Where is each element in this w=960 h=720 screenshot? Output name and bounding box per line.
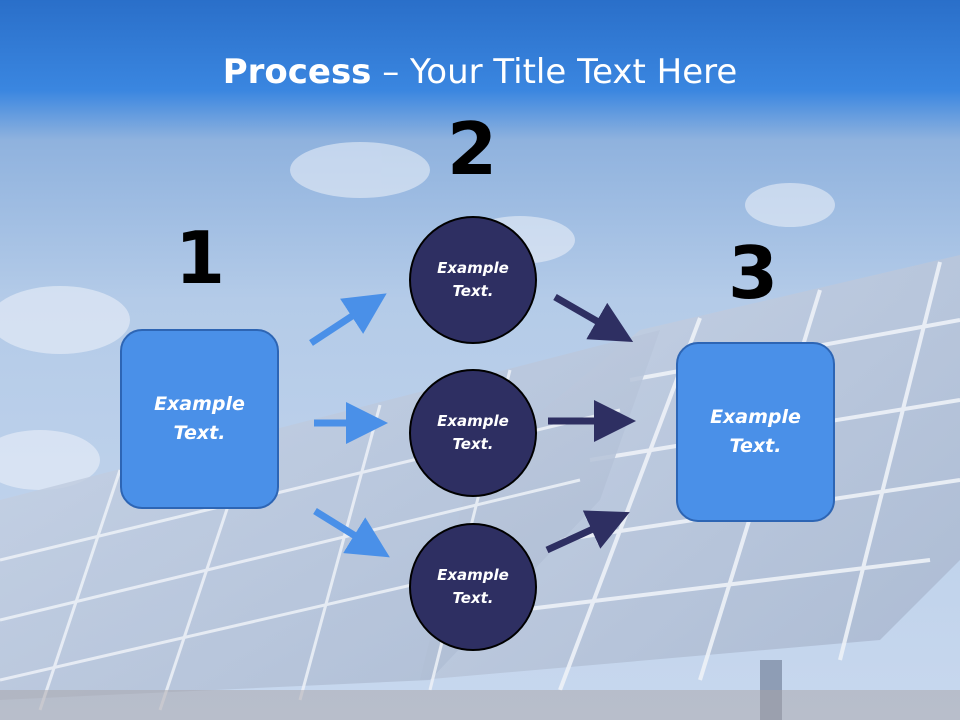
step-3-text: Example Text. (710, 406, 801, 457)
title-bold: Process (222, 52, 372, 92)
circle-1-text: Example Text. (437, 259, 509, 300)
step-1-number: 1 (174, 216, 226, 300)
slide-title: Process – Your Title Text Here (0, 52, 960, 92)
circle-3-text: Example Text. (437, 566, 509, 607)
arrow-circle1-to-box3 (553, 293, 634, 342)
arrow-circle3-to-box3 (545, 510, 630, 554)
arrow-box1-to-circle1 (309, 293, 387, 346)
title-rest: – Your Title Text Here (371, 52, 738, 92)
circle-2-text: Example Text. (437, 412, 509, 453)
step-1-text: Example Text. (154, 393, 245, 444)
step-1-box: Example Text. (120, 329, 279, 509)
arrow-box1-to-circle3 (313, 508, 390, 558)
step-2-circle-3: Example Text. (409, 523, 537, 651)
step-3-number: 3 (727, 231, 779, 315)
step-2-circle-2: Example Text. (409, 369, 537, 497)
step-2-number: 2 (446, 107, 498, 191)
step-3-box: Example Text. (676, 342, 835, 522)
step-2-circle-1: Example Text. (409, 216, 537, 344)
